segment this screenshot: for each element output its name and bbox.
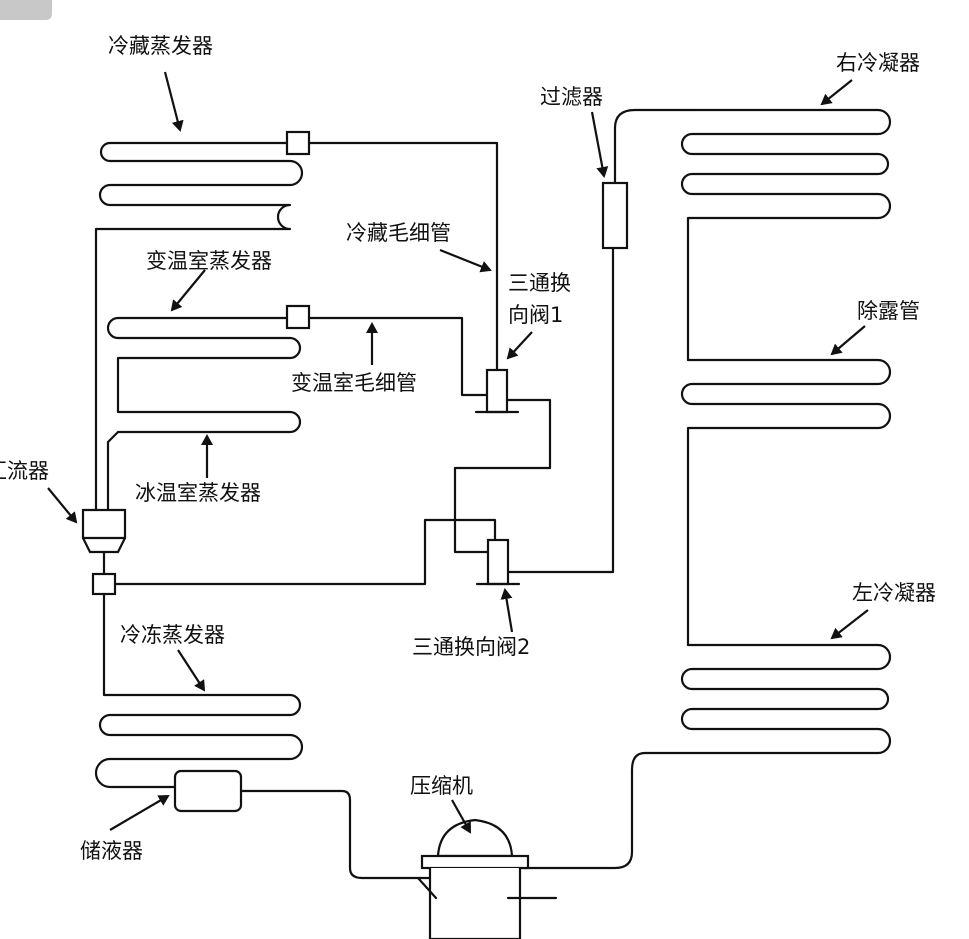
defrost-pipe-coil bbox=[680, 358, 892, 647]
valve-2-to-filter bbox=[506, 246, 615, 574]
label-left-condenser: 左冷凝器 bbox=[852, 581, 936, 605]
freezer-evaporator-coil bbox=[94, 592, 304, 789]
valve-1-outlet bbox=[453, 398, 552, 554]
variable-connector bbox=[285, 304, 311, 330]
compressor-dome bbox=[436, 818, 514, 858]
arrow-fridge-capillary bbox=[439, 248, 492, 273]
label-fridge-capillary: 冷藏毛细管 bbox=[346, 221, 451, 245]
label-right-condenser: 右冷凝器 bbox=[836, 51, 920, 75]
filter-inlet bbox=[613, 108, 690, 185]
arrow-accumulator bbox=[47, 487, 78, 524]
arrow-fridge-evaporator bbox=[163, 71, 184, 132]
receiver-to-compressor bbox=[239, 789, 434, 880]
arrow-left-condenser bbox=[830, 609, 869, 640]
arrow-right-condenser bbox=[820, 79, 853, 106]
filter bbox=[601, 181, 629, 250]
arrow-variable-evaporator bbox=[170, 269, 206, 312]
label-variable-evaporator: 变温室蒸发器 bbox=[146, 249, 272, 273]
left-condenser-coil bbox=[520, 643, 892, 870]
label-receiver: 储液器 bbox=[80, 839, 143, 863]
three-way-valve-1 bbox=[485, 368, 509, 414]
label-ice-evaporator: 冰温室蒸发器 bbox=[135, 481, 261, 505]
fridge-evaporator-coil bbox=[94, 141, 304, 512]
window-corner-tab bbox=[0, 0, 52, 20]
compressor-plate bbox=[420, 854, 530, 870]
label-compressor: 压缩机 bbox=[410, 774, 473, 798]
label-valve-1-line-1: 三通换 bbox=[508, 271, 571, 295]
three-way-valve-2 bbox=[486, 538, 510, 586]
label-defrost-pipe: 除露管 bbox=[857, 299, 920, 323]
arrow-compressor bbox=[451, 799, 471, 834]
label-valve-1-line-2: 向阀1 bbox=[508, 303, 563, 327]
arrow-freezer-evaporator bbox=[177, 649, 206, 692]
junction-connector bbox=[91, 572, 117, 596]
arrow-valve-2 bbox=[500, 588, 514, 633]
return-line bbox=[113, 518, 497, 586]
fridge-capillary-pipe bbox=[307, 141, 499, 372]
label-filter: 过滤器 bbox=[540, 85, 603, 109]
compressor-body bbox=[428, 868, 522, 939]
label-accumulator: 汇流器 bbox=[0, 459, 49, 483]
receiver bbox=[173, 769, 243, 813]
fridge-connector bbox=[285, 130, 311, 156]
arrow-receiver bbox=[109, 794, 170, 831]
variable-capillary-pipe bbox=[307, 316, 489, 397]
arrow-filter bbox=[590, 111, 609, 178]
variable-evaporator-coil bbox=[106, 316, 302, 514]
arrow-defrost-pipe bbox=[830, 325, 866, 356]
label-variable-capillary: 变温室毛细管 bbox=[291, 371, 417, 395]
right-condenser-coil bbox=[680, 108, 892, 362]
label-fridge-evaporator: 冷藏蒸发器 bbox=[108, 34, 213, 58]
arrow-valve-1 bbox=[506, 331, 533, 360]
compressor-suction-stub bbox=[416, 876, 438, 900]
label-valve-2: 三通换向阀2 bbox=[412, 635, 530, 659]
label-freezer-evaporator: 冷冻蒸发器 bbox=[120, 623, 225, 647]
accumulator-body bbox=[81, 508, 127, 554]
